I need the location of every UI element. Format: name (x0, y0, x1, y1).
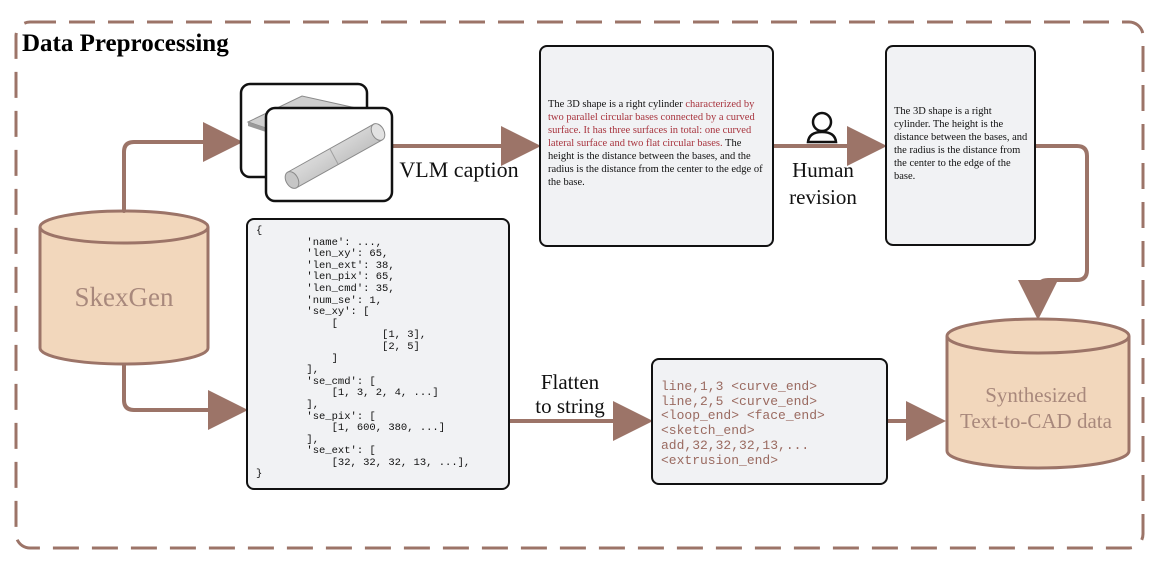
flattened-string-box: line,1,3 <curve_end>line,2,5 <curve_end>… (651, 358, 888, 485)
string-line: line,2,5 <curve_end> (661, 393, 818, 409)
json-line: 'len_ext': 38, (256, 259, 395, 272)
cad-render-front (264, 106, 394, 203)
target-database-icon (945, 317, 1131, 470)
json-record-text: { 'name': ..., 'len_xy': 65, 'len_ext': … (256, 225, 502, 481)
source-database-icon (38, 209, 210, 366)
revised-caption-box: The 3D shape is a right cylinder. The he… (885, 45, 1036, 246)
flatten-line2: to string (535, 394, 605, 418)
vlm-caption-plain-end: The height is the distance between the b… (548, 138, 763, 188)
json-line: 'se_cmd': [ (256, 375, 376, 388)
json-line: ], (256, 433, 320, 446)
flattened-string-text: line,1,3 <curve_end>line,2,5 <curve_end>… (661, 379, 880, 468)
string-line: <extrusion_end> (661, 452, 779, 468)
vlm-caption-text: The 3D shape is a right cylinder charact… (548, 98, 765, 189)
flatten-line1: Flatten (540, 370, 600, 394)
human-revision-line1: Human (792, 158, 854, 182)
source-database-label: SkexGen (75, 282, 174, 312)
vlm-caption-highlight: characterized by two parallel circular b… (548, 99, 755, 149)
human-revision-line2: revision (789, 185, 857, 209)
string-line: <loop_end> <face_end> (661, 408, 825, 424)
json-line: 'len_pix': 65, (256, 271, 395, 284)
string-line: add,32,32,32,13,... (661, 437, 810, 453)
flatten-label: Flatten to string (520, 370, 620, 418)
vlm-caption-box: The 3D shape is a right cylinder charact… (539, 45, 774, 247)
json-line: 'len_cmd': 35, (256, 282, 395, 295)
json-line: 'se_pix': [ (256, 410, 376, 423)
json-line: [1, 600, 380, ...] (256, 422, 446, 435)
json-line: [ (256, 317, 338, 330)
json-line: ], (256, 364, 320, 377)
section-title: Data Preprocessing (22, 30, 229, 57)
json-line: 'name': ..., (256, 236, 383, 249)
json-line: [1, 3, 2, 4, ...] (256, 387, 439, 400)
json-line: ] (256, 352, 338, 365)
json-line: [32, 32, 32, 13, ...], (256, 456, 471, 469)
preprocessing-frame (14, 20, 1145, 550)
json-line: 'se_xy': [ (256, 306, 370, 319)
json-line: [2, 5] (256, 340, 420, 353)
json-record-box: { 'name': ..., 'len_xy': 65, 'len_ext': … (246, 218, 510, 490)
json-line: ], (256, 398, 320, 411)
json-line: } (256, 468, 263, 481)
human-revision-label: Human revision (772, 157, 874, 211)
arrow-to-json (122, 363, 248, 430)
target-database-label-line2: Text-to-CAD data (960, 409, 1113, 433)
human-person-icon (806, 111, 838, 144)
json-line: { (256, 225, 263, 237)
json-line: 'se_ext': [ (256, 445, 376, 458)
string-line: line,1,3 <curve_end> (661, 379, 818, 394)
arrow-to-render (122, 122, 243, 213)
vlm-caption-plain-start: The 3D shape is a right cylinder (548, 99, 686, 110)
json-line: 'len_xy': 65, (256, 248, 389, 261)
arrow-to-target (1018, 144, 1089, 320)
string-line: <sketch_end> (661, 423, 755, 439)
revised-caption-text: The 3D shape is a right cylinder. The he… (894, 106, 1028, 182)
json-line: 'num_se': 1, (256, 294, 383, 307)
vlm-caption-label: VLM caption (399, 157, 519, 182)
json-line: [1, 3], (256, 329, 427, 342)
target-database-label-line1: Synthesized (985, 383, 1087, 407)
